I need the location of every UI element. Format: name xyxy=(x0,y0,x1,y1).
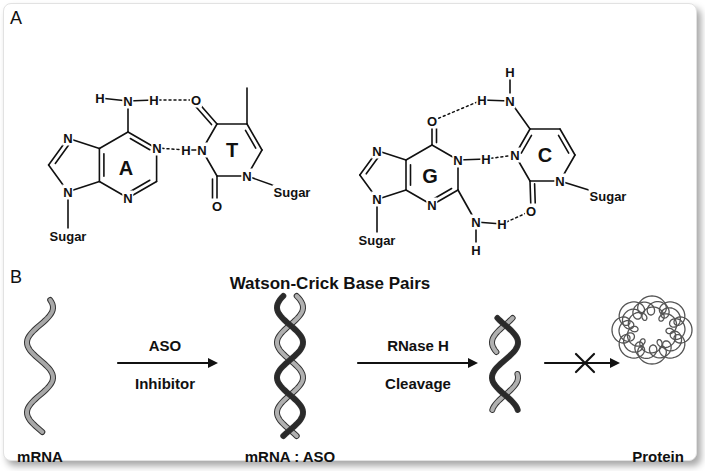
protein-fold xyxy=(627,307,676,353)
double-bond xyxy=(55,145,68,163)
atom-label: Sugar xyxy=(49,229,88,244)
block-cross xyxy=(576,354,594,372)
aso-strand xyxy=(277,296,303,436)
atom-label: H xyxy=(504,65,515,80)
atom-label: O xyxy=(190,93,202,108)
aso-strand xyxy=(492,318,518,410)
reaction-arrow xyxy=(358,362,470,364)
atom-label: N xyxy=(470,215,481,230)
atom-label: N xyxy=(371,144,382,159)
base-letter: C xyxy=(538,145,552,165)
ring-bond xyxy=(405,160,407,190)
atom-label: N xyxy=(509,148,520,163)
atom-label: N xyxy=(371,192,382,207)
atom-label: N xyxy=(122,191,133,206)
aso-strand xyxy=(277,296,303,436)
atom-label: N xyxy=(62,131,73,146)
atom-label: N xyxy=(151,141,162,156)
mrna-strand xyxy=(27,300,53,432)
mrna-strand xyxy=(277,296,303,436)
blocked-arrow-head xyxy=(610,358,620,368)
aso-strand xyxy=(492,318,518,410)
figure-card xyxy=(3,3,697,461)
hydrogen-bond xyxy=(432,100,482,121)
ring-bond xyxy=(530,128,560,130)
double-bond xyxy=(246,130,256,148)
protein-fold xyxy=(612,296,692,364)
atom-label: N xyxy=(554,174,565,189)
double-bond xyxy=(410,165,412,185)
mrna-strand xyxy=(277,296,303,436)
double-bond xyxy=(103,154,105,176)
atom-label: Sugar xyxy=(358,233,397,248)
base-letter: G xyxy=(422,166,438,186)
block-cross xyxy=(576,354,594,372)
arrow-label: Inhibitor xyxy=(135,376,195,391)
ring-bond xyxy=(217,123,247,125)
double-bond xyxy=(130,139,149,150)
atom-label: N xyxy=(122,94,133,109)
atom-label: N xyxy=(196,143,207,158)
protein-fold xyxy=(619,302,685,359)
double-bond xyxy=(559,135,569,153)
ring-bond xyxy=(406,145,432,160)
reaction-arrow-head xyxy=(208,358,218,368)
reaction-arrow-head xyxy=(468,358,478,368)
panel-letter: A xyxy=(10,9,22,27)
double-bond xyxy=(366,157,378,174)
atom-label: H xyxy=(476,93,487,108)
figure-caption: Watson-Crick Base Pairs xyxy=(230,275,431,292)
arrow-label: ASO xyxy=(149,338,182,353)
atom-label: O xyxy=(426,114,438,129)
atom-label: N xyxy=(504,94,515,109)
atom-label: O xyxy=(525,204,537,219)
base-letter: T xyxy=(226,140,238,160)
double-bond xyxy=(521,135,531,153)
atom-label: N xyxy=(426,198,437,213)
atom-label: H xyxy=(496,217,507,232)
ring-bond xyxy=(99,149,101,182)
atom-label: H xyxy=(148,93,159,108)
atom-label: N xyxy=(62,185,73,200)
atom-label: N xyxy=(452,153,463,168)
panel-letter: B xyxy=(10,268,22,286)
base-letter: A xyxy=(119,158,133,178)
arrow-label: Cleavage xyxy=(385,376,451,391)
atom-label: H xyxy=(470,243,481,258)
atom-label: Sugar xyxy=(273,185,312,200)
atom-label: H xyxy=(94,91,105,106)
ring-bond xyxy=(99,132,128,149)
atom-label: H xyxy=(180,143,191,158)
molecule-label: mRNA : ASO xyxy=(245,449,336,464)
atom-label: N xyxy=(241,169,252,184)
molecule-label: Protein xyxy=(632,449,684,464)
molecule-label: mRNA xyxy=(17,449,63,464)
atom-label: Sugar xyxy=(589,189,628,204)
atom-label: O xyxy=(211,199,223,214)
reaction-arrow xyxy=(118,362,210,364)
mrna-strand xyxy=(27,300,53,432)
blocked-arrow xyxy=(545,362,612,364)
atom-label: H xyxy=(480,152,491,167)
arrow-label: RNase H xyxy=(387,338,449,353)
methyl-bond xyxy=(246,88,248,124)
